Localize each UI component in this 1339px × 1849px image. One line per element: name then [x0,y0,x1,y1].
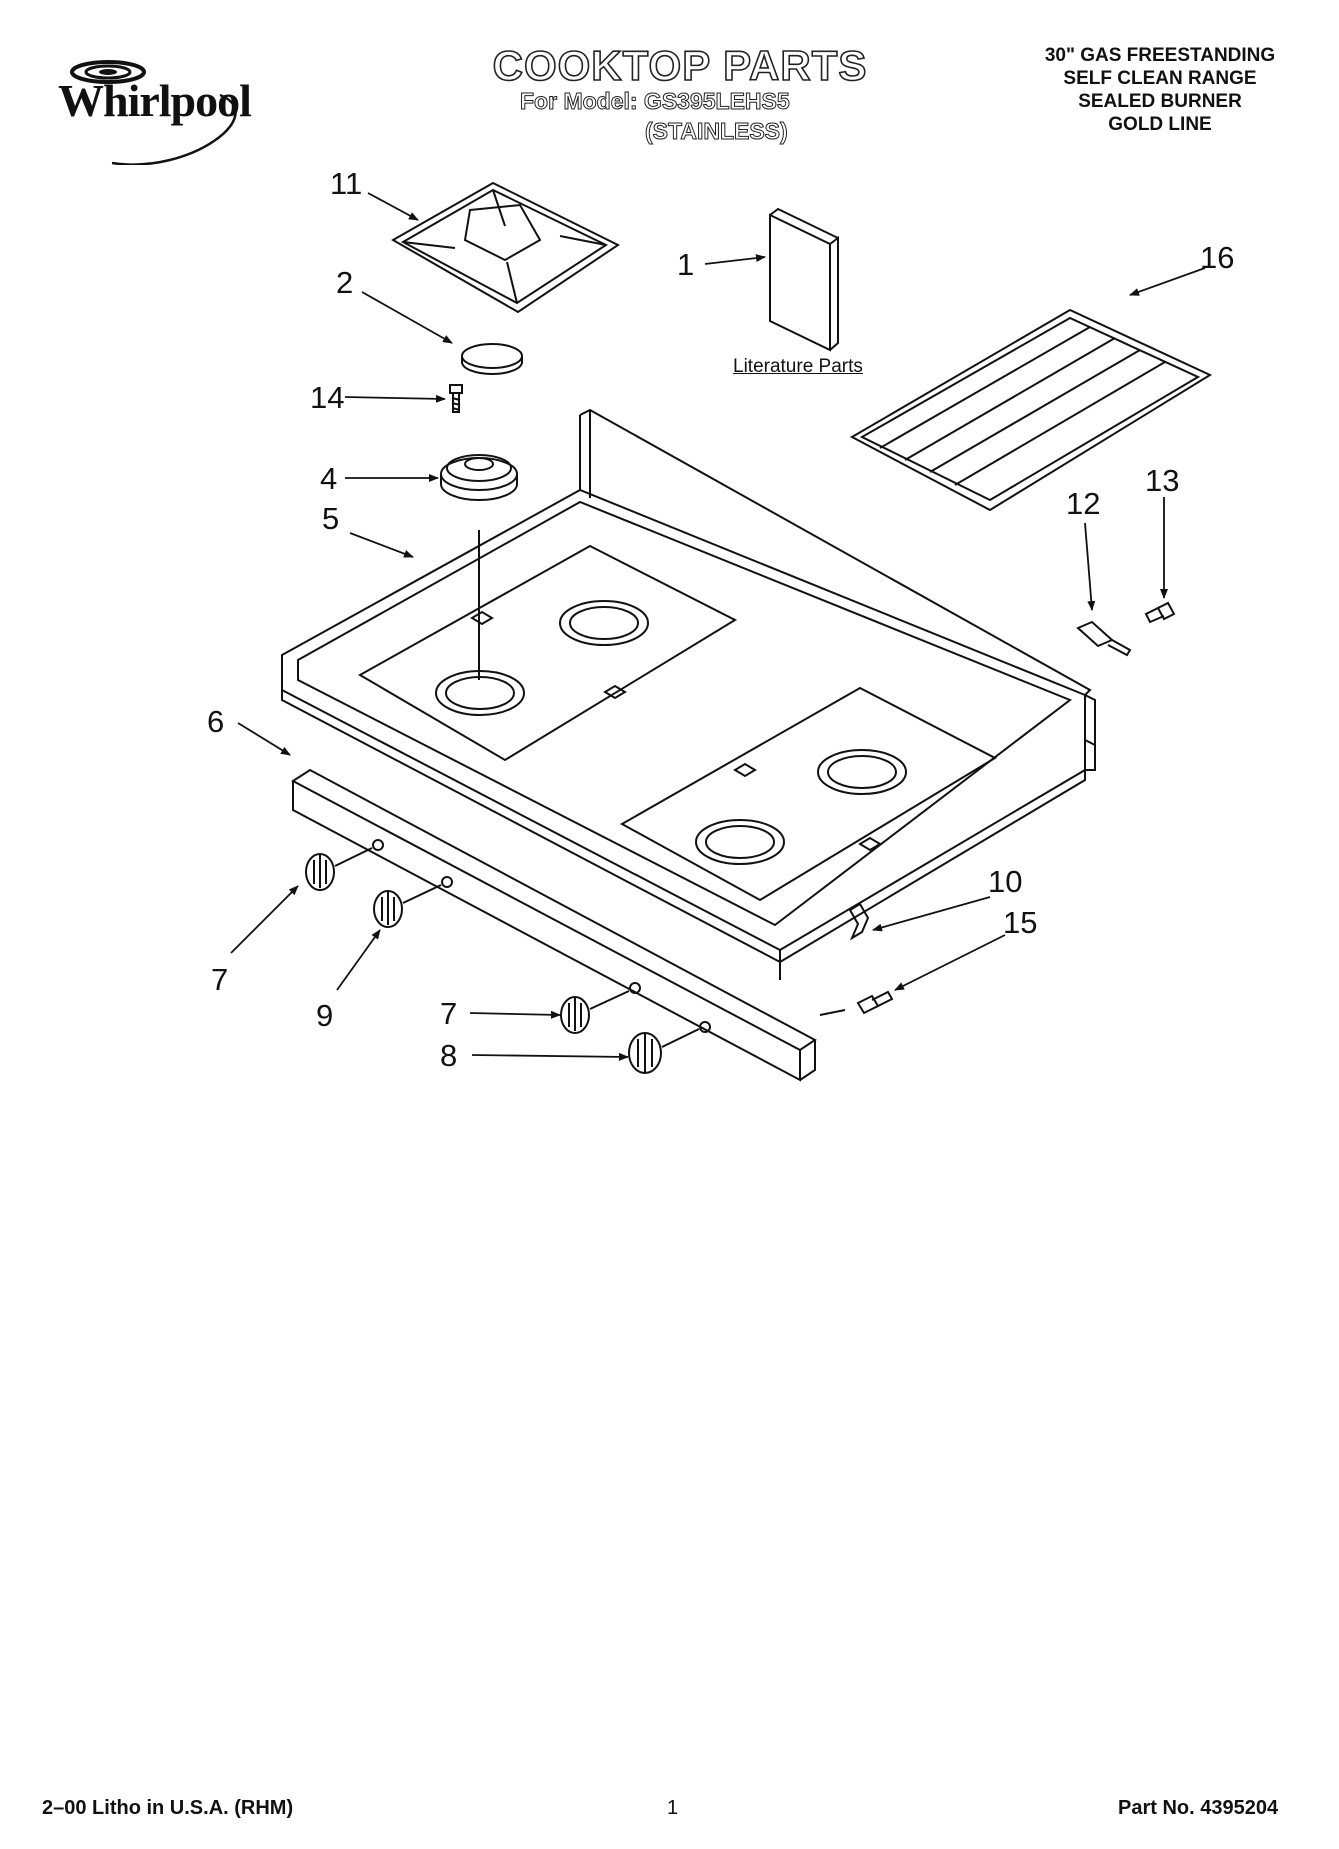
callout-label: 5 [322,501,340,536]
callout-label: 6 [207,704,225,739]
griddle-grate-part [849,308,1213,512]
control-panel-part [291,768,817,1082]
product-description: 30" GAS FREESTANDING SELF CLEAN RANGE SE… [1010,44,1310,136]
screw-part-13 [1144,601,1176,624]
control-knob-part [373,884,442,928]
callout-label: 12 [1066,486,1101,521]
page-title: COOKTOP PARTS [492,41,868,90]
clip-part [848,902,870,941]
callout-label: 1 [677,247,695,282]
callout-label: 10 [988,864,1023,899]
model-finish: (STAINLESS) [645,118,789,145]
whirlpool-swirl-icon [70,60,237,165]
igniter-part [1076,620,1132,657]
footer-print-info: 2–00 Litho in U.S.A. (RHM) [42,1797,294,1819]
screw-part-15 [819,990,894,1016]
brand-name: Whirlpool [58,75,252,126]
control-knob-part [560,990,630,1034]
description-line: 30" GAS FREESTANDING [1044,45,1276,66]
callout-label: 4 [320,461,338,496]
model-number: For Model: GS395LEHS5 [520,88,791,115]
literature-booklet-part [769,207,839,352]
cooktop-main-top [281,408,1096,980]
callout-label: 16 [1200,240,1235,275]
burner-base-part [440,454,518,680]
control-knob-part [628,1028,700,1074]
callout-label: 14 [310,380,345,415]
screw-part-14 [449,384,463,413]
callout-label: 7 [211,962,229,997]
part-number: Part No. 4395204 [1118,1797,1279,1819]
callout-label: 8 [440,1038,458,1073]
burner-grate-part [390,181,620,314]
control-knob-part [305,847,373,891]
description-line: SELF CLEAN RANGE [1063,68,1257,89]
description-line: GOLD LINE [1108,114,1212,135]
burner-cap-part [461,343,523,369]
callout-label: 13 [1145,463,1180,498]
description-line: SEALED BURNER [1078,91,1242,112]
callout-label: 9 [316,998,334,1033]
literature-parts-label: Literature Parts [733,356,863,377]
page-number: 1 [667,1797,679,1819]
brand-logo [40,55,280,165]
callout-label: 7 [440,996,458,1031]
callout-label: 11 [330,166,363,201]
callout-label: 15 [1003,905,1038,940]
callout-label: 2 [336,265,354,300]
